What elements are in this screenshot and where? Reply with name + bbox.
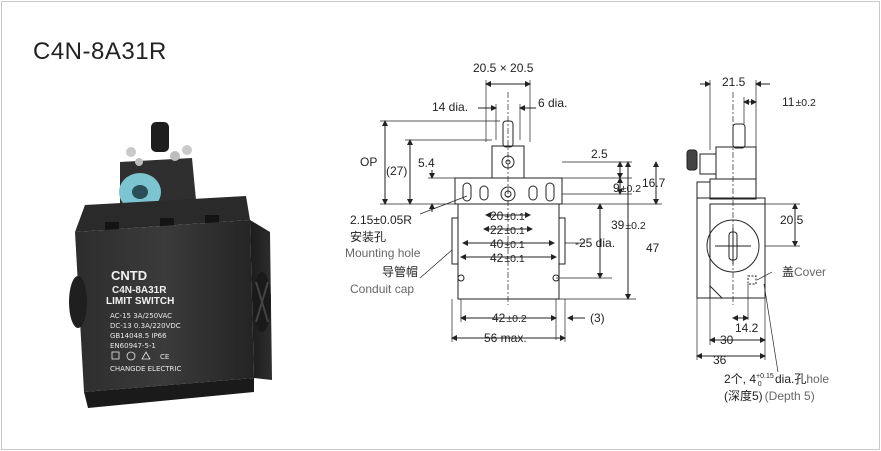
- dim-op: OP: [360, 155, 377, 169]
- dim-5-4: 5.4: [418, 156, 435, 170]
- dim-25-dia: -25 dia.: [575, 236, 615, 250]
- mounting-hole-cn: 安装孔: [350, 229, 386, 244]
- side-view-labels: 21.5 11±0.2 20.5 盖Cover 14.2 30 36 2个, 4…: [713, 75, 829, 403]
- dim-9: 9±0.2: [613, 181, 641, 195]
- dim-2-5: 2.5: [591, 147, 608, 161]
- dim-30: 30: [720, 333, 734, 347]
- dim-40: 40±0.1: [490, 237, 525, 251]
- spec-line-2: DC-13 0.3A/220VDC: [110, 322, 181, 330]
- plunger: [151, 122, 169, 152]
- dim-11: 11±0.2: [782, 95, 816, 109]
- conduit-cap-cn: 导管帽: [382, 264, 418, 279]
- svg-text:CE: CE: [160, 353, 169, 361]
- dim-39: 39±0.2: [611, 218, 646, 232]
- brand-label: CNTD: [111, 268, 147, 283]
- spec-line-1: AC-15 3A/250VAC: [110, 312, 172, 320]
- dim-top-span: 20.5 × 20.5: [473, 61, 534, 75]
- dim-36: 36: [713, 353, 727, 367]
- model-label: C4N-8A31R: [112, 285, 167, 296]
- dim-bottom-42: 42±0.2: [492, 311, 527, 325]
- side-view-drawing: [686, 80, 800, 373]
- page-title: C4N-8A31R: [33, 38, 167, 65]
- dim-side-20-5: 20.5: [780, 213, 804, 227]
- cover-label: 盖Cover: [782, 265, 826, 279]
- conduit-cap-en: Conduit cap: [350, 282, 414, 296]
- mounting-hole-en: Mounting hole: [345, 246, 421, 260]
- dim-47: 47: [646, 241, 660, 255]
- front-view-labels: 20.5 × 20.5 14 dia. 6 dia. OP (27) 5.4 2…: [345, 61, 666, 345]
- dim-roller-dia: 14 dia.: [432, 100, 468, 114]
- maker-label: CHANGDE ELECTRIC: [110, 365, 181, 373]
- spec-line-4: EN60947-5-1: [110, 342, 156, 350]
- dim-shaft-dia: 6 dia.: [538, 96, 567, 110]
- dim-16-7: 16.7: [642, 176, 666, 190]
- mounting-hole-radius: 2.15±0.05R: [350, 213, 412, 227]
- product-photo: CNTD C4N-8A31R LIMIT SWITCH AC-15 3A/250…: [69, 122, 272, 408]
- spec-line-3: GB14048.5 IP66: [110, 332, 167, 340]
- dim-20: 20±0.1: [490, 209, 525, 223]
- depth-note: (深度5)(Depth 5): [724, 388, 815, 403]
- switch-body: [75, 220, 254, 392]
- front-view-drawing: [380, 80, 662, 342]
- dim-14-2: 14.2: [735, 321, 759, 335]
- dim-22: 22±0.1: [490, 223, 525, 237]
- dim-56-max: 56 max.: [484, 331, 527, 345]
- dim-42: 42±0.1: [490, 251, 525, 265]
- type-label: LIMIT SWITCH: [106, 296, 174, 307]
- dim-21-5: 21.5: [722, 75, 746, 89]
- dim-paren-3: (3): [590, 311, 605, 325]
- dim-op-value: (27): [386, 164, 407, 178]
